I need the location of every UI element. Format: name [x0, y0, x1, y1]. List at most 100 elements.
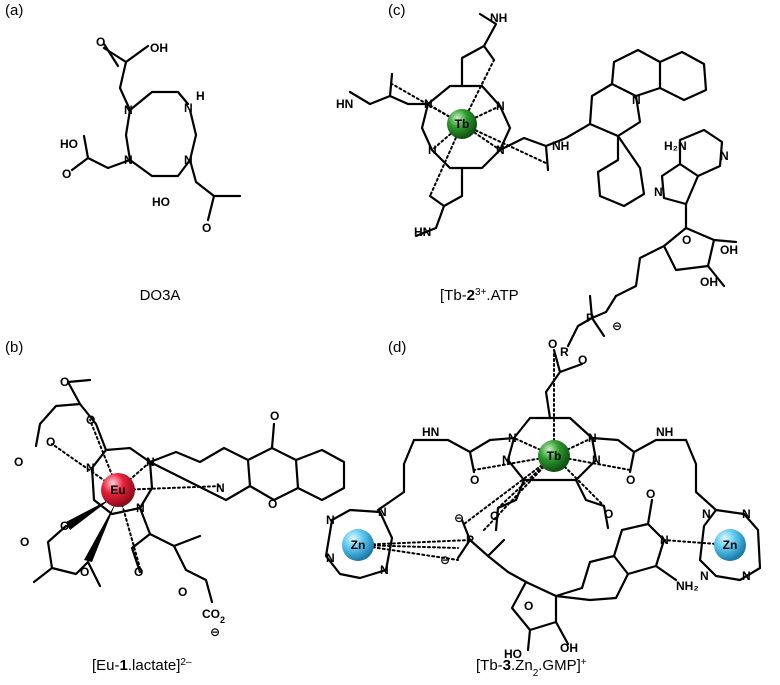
tb3-arm-right — [590, 436, 718, 512]
zn-left-n3: N — [380, 563, 389, 577]
panel-b: (b) Eu N N N N O O O O O O O O O O O CO2 — [5, 339, 346, 675]
gmp-nh2: NH₂ — [676, 579, 699, 593]
tb3-metal-label: Tb — [547, 449, 562, 463]
zn-left-n1: N — [326, 513, 335, 527]
eu1-o-lac2: O — [20, 535, 29, 549]
eu1-n1: N — [86, 461, 95, 475]
zn-right-n1: N — [742, 507, 751, 521]
eu1-o4: O — [46, 435, 55, 449]
gmp-n-zn: N — [660, 533, 669, 547]
lactate — [32, 524, 102, 588]
panel-b-label: (b) — [5, 339, 23, 356]
eu1-o2: O — [86, 413, 95, 427]
eu1-wedge1 — [66, 498, 112, 530]
tb3-n4: N — [592, 453, 601, 467]
eu1-o3: O — [14, 455, 23, 469]
ribose-oh1: OH — [720, 243, 738, 257]
do3a-o-right: O — [202, 221, 211, 235]
gmp-ho: HO — [504, 647, 522, 661]
adenine-nh2: H₂N — [664, 139, 687, 153]
phosphate — [566, 294, 618, 348]
eu1-minus: ⊖ — [210, 625, 220, 639]
do3a-n2: N — [124, 153, 133, 167]
gmp-minus1: ⊖ — [454, 511, 464, 525]
tb2-ring — [420, 84, 512, 170]
zn-coordination — [357, 539, 731, 561]
adenine-n1: N — [720, 149, 729, 163]
tb2-hn-bottom: HN — [414, 225, 431, 239]
tb3-n2: N — [588, 431, 597, 445]
eu1-metal-sphere — [101, 473, 135, 507]
zn-left-n2: N — [326, 551, 335, 565]
eu1-coordination — [51, 419, 223, 569]
tb2-arm-left — [348, 72, 430, 106]
zn-right-n2: N — [742, 569, 751, 583]
tb3-n3: N — [502, 453, 511, 467]
tb2-n2: N — [496, 99, 505, 113]
tb3-o-b2: O — [604, 507, 613, 521]
eu1-o-ring: O — [268, 497, 277, 511]
eu1-n2: N — [146, 455, 155, 469]
tb3-o-right: O — [626, 473, 635, 487]
eu1-n-pyr: N — [216, 481, 225, 495]
panel-b-caption: [Eu-1.lactate]2– — [92, 657, 192, 675]
phosphate-minus: ⊖ — [612, 319, 622, 333]
tb2-nh-top: NH — [490, 11, 507, 25]
panel-c: (c) Tb N N N N NH HN — [336, 2, 738, 359]
zn-right-n4: N — [702, 507, 711, 521]
gmp-ribose — [510, 580, 570, 652]
tb3-arm-top — [544, 348, 584, 420]
zn-right-n3: N — [700, 569, 709, 583]
tb3-nh-right: NH — [656, 425, 673, 439]
tb2-arm-bottom — [414, 166, 464, 238]
tb3-arm-left — [376, 436, 516, 512]
tb2-n1: N — [424, 97, 433, 111]
eu1-o6: O — [178, 585, 187, 599]
gmp-o: O — [646, 487, 655, 501]
tb2-metal-sphere — [447, 109, 477, 139]
do3a-n4: N — [184, 101, 193, 115]
zn-right-sphere — [714, 529, 746, 561]
do3a-o-top: O — [96, 35, 105, 49]
do3a-ho-left: HO — [60, 137, 78, 151]
panel-d-caption: [Tb-3.Zn2.GMP]+ — [476, 657, 587, 679]
gmp-ribose-o: O — [524, 599, 533, 613]
eu1-co2: CO2 — [202, 607, 225, 625]
ribose-o: O — [682, 233, 691, 247]
zn-left-label: Zn — [351, 538, 366, 552]
tb2-nh-right: NH — [552, 139, 569, 153]
eu1-arm-right — [148, 422, 346, 502]
phosphate-p: P — [586, 311, 594, 325]
do3a-arm-left — [70, 134, 132, 172]
tb2-arm-right — [498, 122, 592, 172]
eu1-arm-top — [34, 378, 108, 452]
acridine — [588, 48, 708, 208]
eu1-ring — [90, 446, 154, 516]
eu1-o-lac3: O — [80, 565, 89, 579]
gmp-guanine — [554, 498, 678, 602]
tb2-metal-label: Tb — [455, 117, 470, 131]
do3a-ho-right: HO — [152, 195, 170, 209]
zn-left-ring — [324, 508, 394, 580]
gmp-minus2: ⊖ — [440, 553, 450, 567]
do3a-n1: N — [124, 103, 133, 117]
do3a-h: H — [196, 89, 205, 103]
zn-right-ring — [698, 508, 762, 582]
panel-d: (d) — [324, 337, 762, 679]
do3a-arm-top-dbl — [102, 42, 120, 68]
eu1-o-ketone: O — [270, 409, 279, 423]
gmp-p: P — [466, 533, 474, 547]
panel-c-label: (c) — [388, 2, 406, 19]
acridine-n: N — [632, 93, 641, 107]
panel-a-label: (a) — [5, 2, 23, 19]
adenine — [660, 128, 724, 206]
zn-right-label: Zn — [723, 538, 738, 552]
tb3-o-top2: O — [578, 353, 587, 367]
tb3-arm-bottom — [494, 478, 610, 532]
gmp-phosphate — [456, 518, 528, 584]
panel-a-caption: DO3A — [140, 287, 181, 304]
tb2-arm-top — [460, 12, 498, 88]
phosphate-r: R — [560, 345, 569, 359]
do3a-o-left: O — [62, 167, 71, 181]
